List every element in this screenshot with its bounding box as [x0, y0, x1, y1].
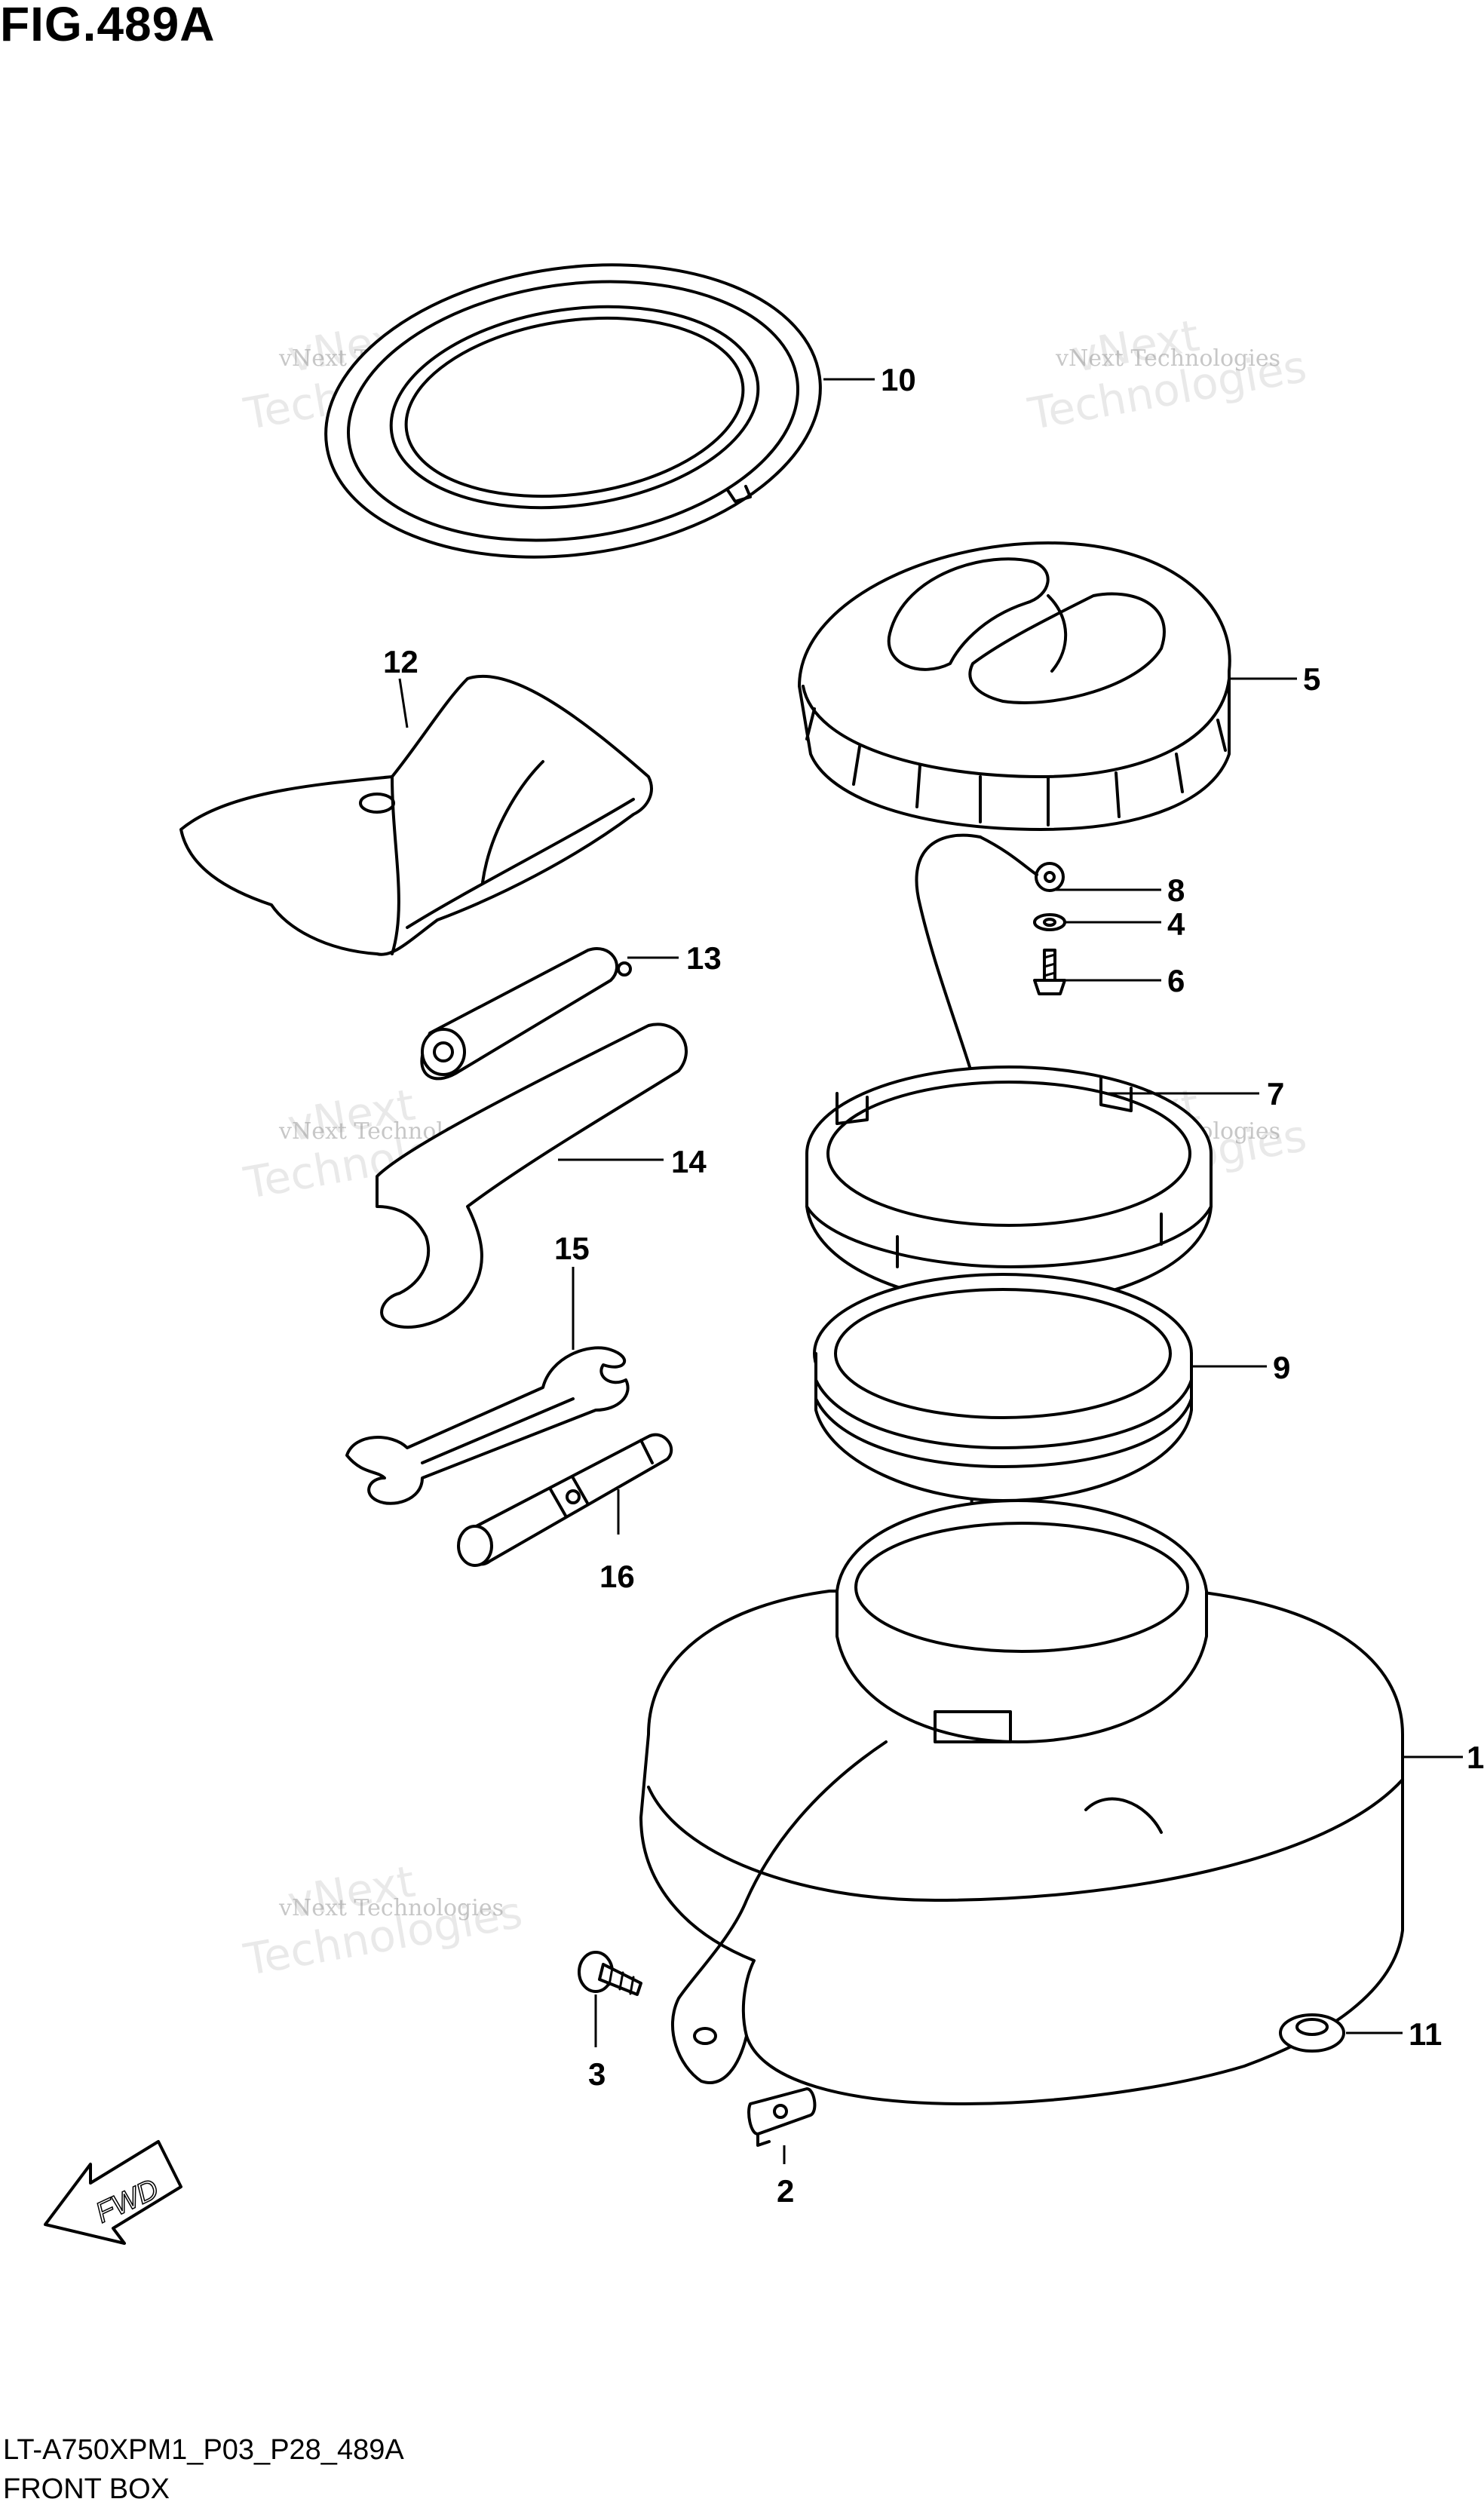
- fwd-arrow: FWD: [44, 2140, 182, 2245]
- part-14-hook-spanner: [376, 1023, 688, 1329]
- callout-14: 14: [671, 1144, 707, 1179]
- figure-title: FIG.489A: [0, 0, 216, 51]
- part-16-socket-tool: [457, 1433, 673, 1567]
- callout-2: 2: [777, 2173, 794, 2209]
- callout-10: 10: [881, 362, 916, 397]
- part-10-seal-ring: [324, 263, 822, 559]
- leader-lines: [398, 378, 1463, 2164]
- callout-7: 7: [1267, 1076, 1284, 1111]
- part-15-wrench: [345, 1346, 630, 1505]
- callout-6: 6: [1167, 963, 1185, 998]
- callout-3: 3: [588, 2056, 606, 2092]
- part-3-screw: [578, 1951, 642, 1996]
- figure-section-name: FRONT BOX: [3, 2473, 170, 2505]
- callout-15: 15: [554, 1231, 590, 1266]
- watermark-small: vNext Technologies: [278, 1895, 504, 1921]
- part-9-threaded-ring: [813, 1273, 1193, 1502]
- part-6-screw: [1033, 949, 1066, 995]
- part-5-box-cap: [798, 541, 1231, 831]
- callout-labels: 10 5 8 4 6 7 9 1 11 12 13 14 15 16 3 2: [383, 362, 1484, 2209]
- callout-11: 11: [1409, 2016, 1442, 2052]
- part-11-grommet: [1279, 2013, 1345, 2053]
- part-2-clip-nut: [747, 2087, 817, 2147]
- callout-9: 9: [1273, 1350, 1290, 1385]
- callout-13: 13: [686, 940, 722, 976]
- part-7-retaining-ring: [805, 1065, 1213, 1306]
- callout-16: 16: [599, 1559, 635, 1594]
- callout-12: 12: [383, 644, 419, 679]
- part-4-washer: [1033, 913, 1066, 931]
- part-1-front-box: [639, 1499, 1404, 2105]
- callout-5: 5: [1303, 661, 1320, 697]
- part-12-tool-bag: [179, 674, 653, 956]
- watermark-small: vNext Technologies: [1055, 345, 1280, 372]
- callout-4: 4: [1167, 906, 1185, 942]
- callout-8: 8: [1167, 872, 1185, 908]
- part-13-handle-bar: [420, 947, 632, 1081]
- figure-model-code: LT-A750XPM1_P03_P28_489A: [3, 2434, 404, 2466]
- callout-1: 1: [1467, 1740, 1484, 1775]
